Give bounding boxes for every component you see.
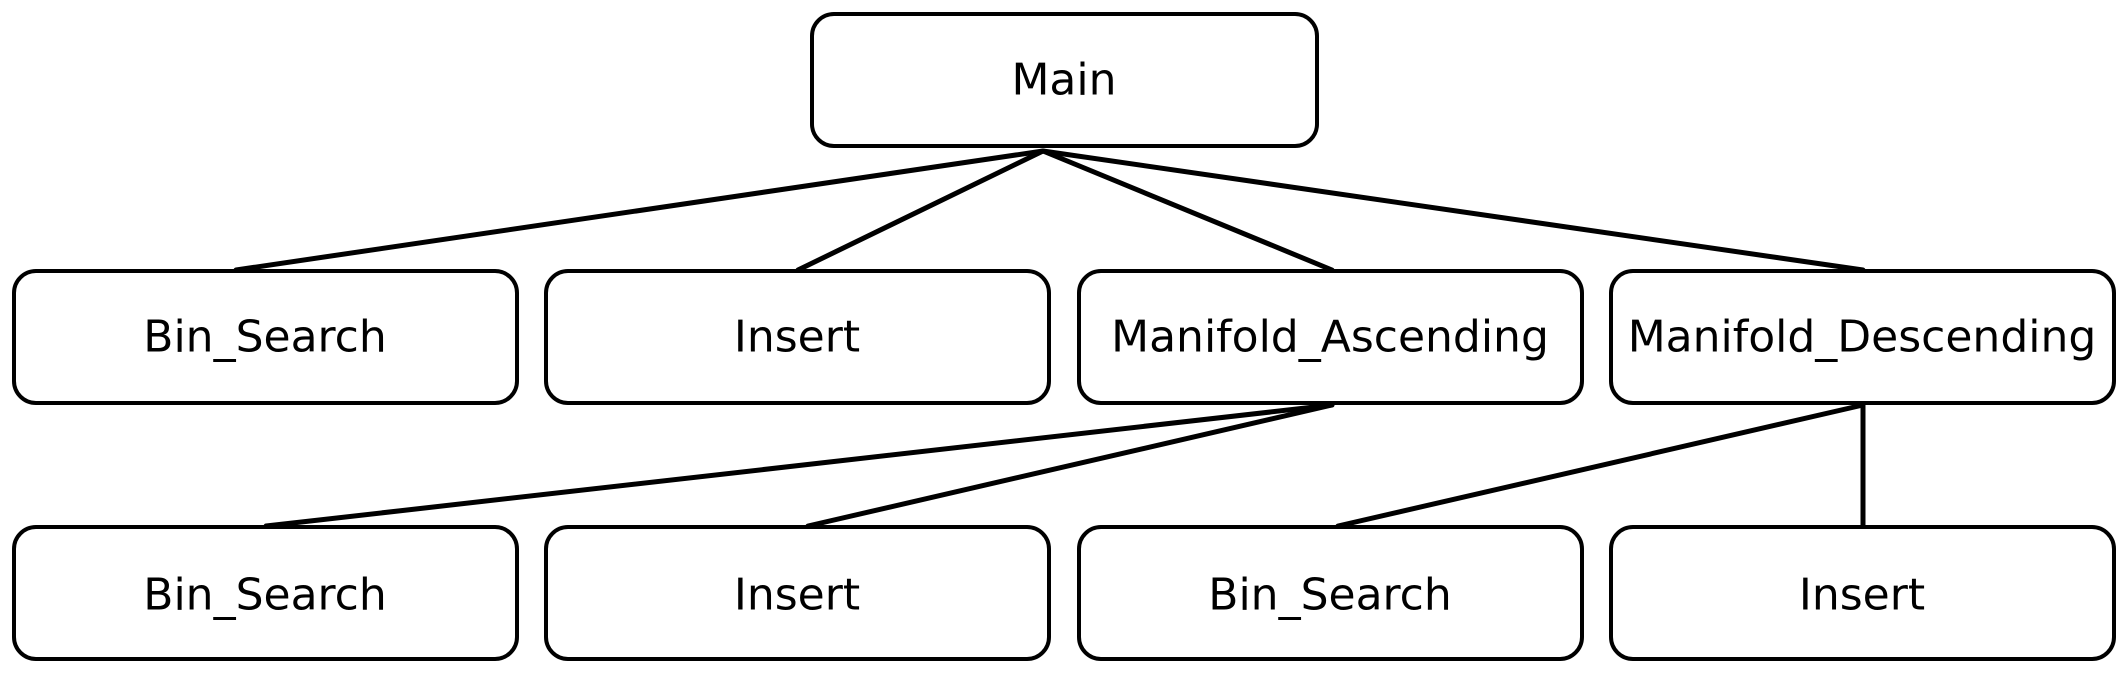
edge-main-to-manifold-descending <box>1040 148 1866 273</box>
node-l2-asc-bin-search-label: Bin_Search <box>143 570 386 621</box>
node-l1-manifold-ascending: Manifold_Ascending <box>1077 269 1584 405</box>
edge-main-to-insert <box>795 148 1046 273</box>
edge-manifold-ascending-to-insert <box>805 402 1335 529</box>
edges <box>233 148 1866 529</box>
edge-manifold-descending-to-bin-search <box>1335 402 1866 529</box>
node-l2-desc-bin-search: Bin_Search <box>1077 525 1584 661</box>
node-l1-manifold-ascending-label: Manifold_Ascending <box>1111 312 1549 363</box>
edge-manifold-ascending-to-bin-search <box>263 402 1335 529</box>
node-l1-insert: Insert <box>544 269 1051 405</box>
node-main-label: Main <box>1011 55 1116 106</box>
node-l2-asc-insert: Insert <box>544 525 1051 661</box>
node-l2-asc-bin-search: Bin_Search <box>12 525 519 661</box>
node-l1-manifold-descending-label: Manifold_Descending <box>1628 312 2097 363</box>
node-l1-bin-search: Bin_Search <box>12 269 519 405</box>
node-l2-asc-insert-label: Insert <box>734 570 860 621</box>
node-l1-insert-label: Insert <box>734 312 860 363</box>
node-l1-manifold-descending: Manifold_Descending <box>1609 269 2116 405</box>
node-l1-bin-search-label: Bin_Search <box>143 312 386 363</box>
edge-main-to-manifold-ascending <box>1040 148 1335 273</box>
node-l2-desc-insert: Insert <box>1609 525 2116 661</box>
node-l2-desc-bin-search-label: Bin_Search <box>1208 570 1451 621</box>
node-l2-desc-insert-label: Insert <box>1799 570 1925 621</box>
edge-main-to-bin-search <box>233 148 1046 273</box>
node-main: Main <box>810 12 1319 148</box>
